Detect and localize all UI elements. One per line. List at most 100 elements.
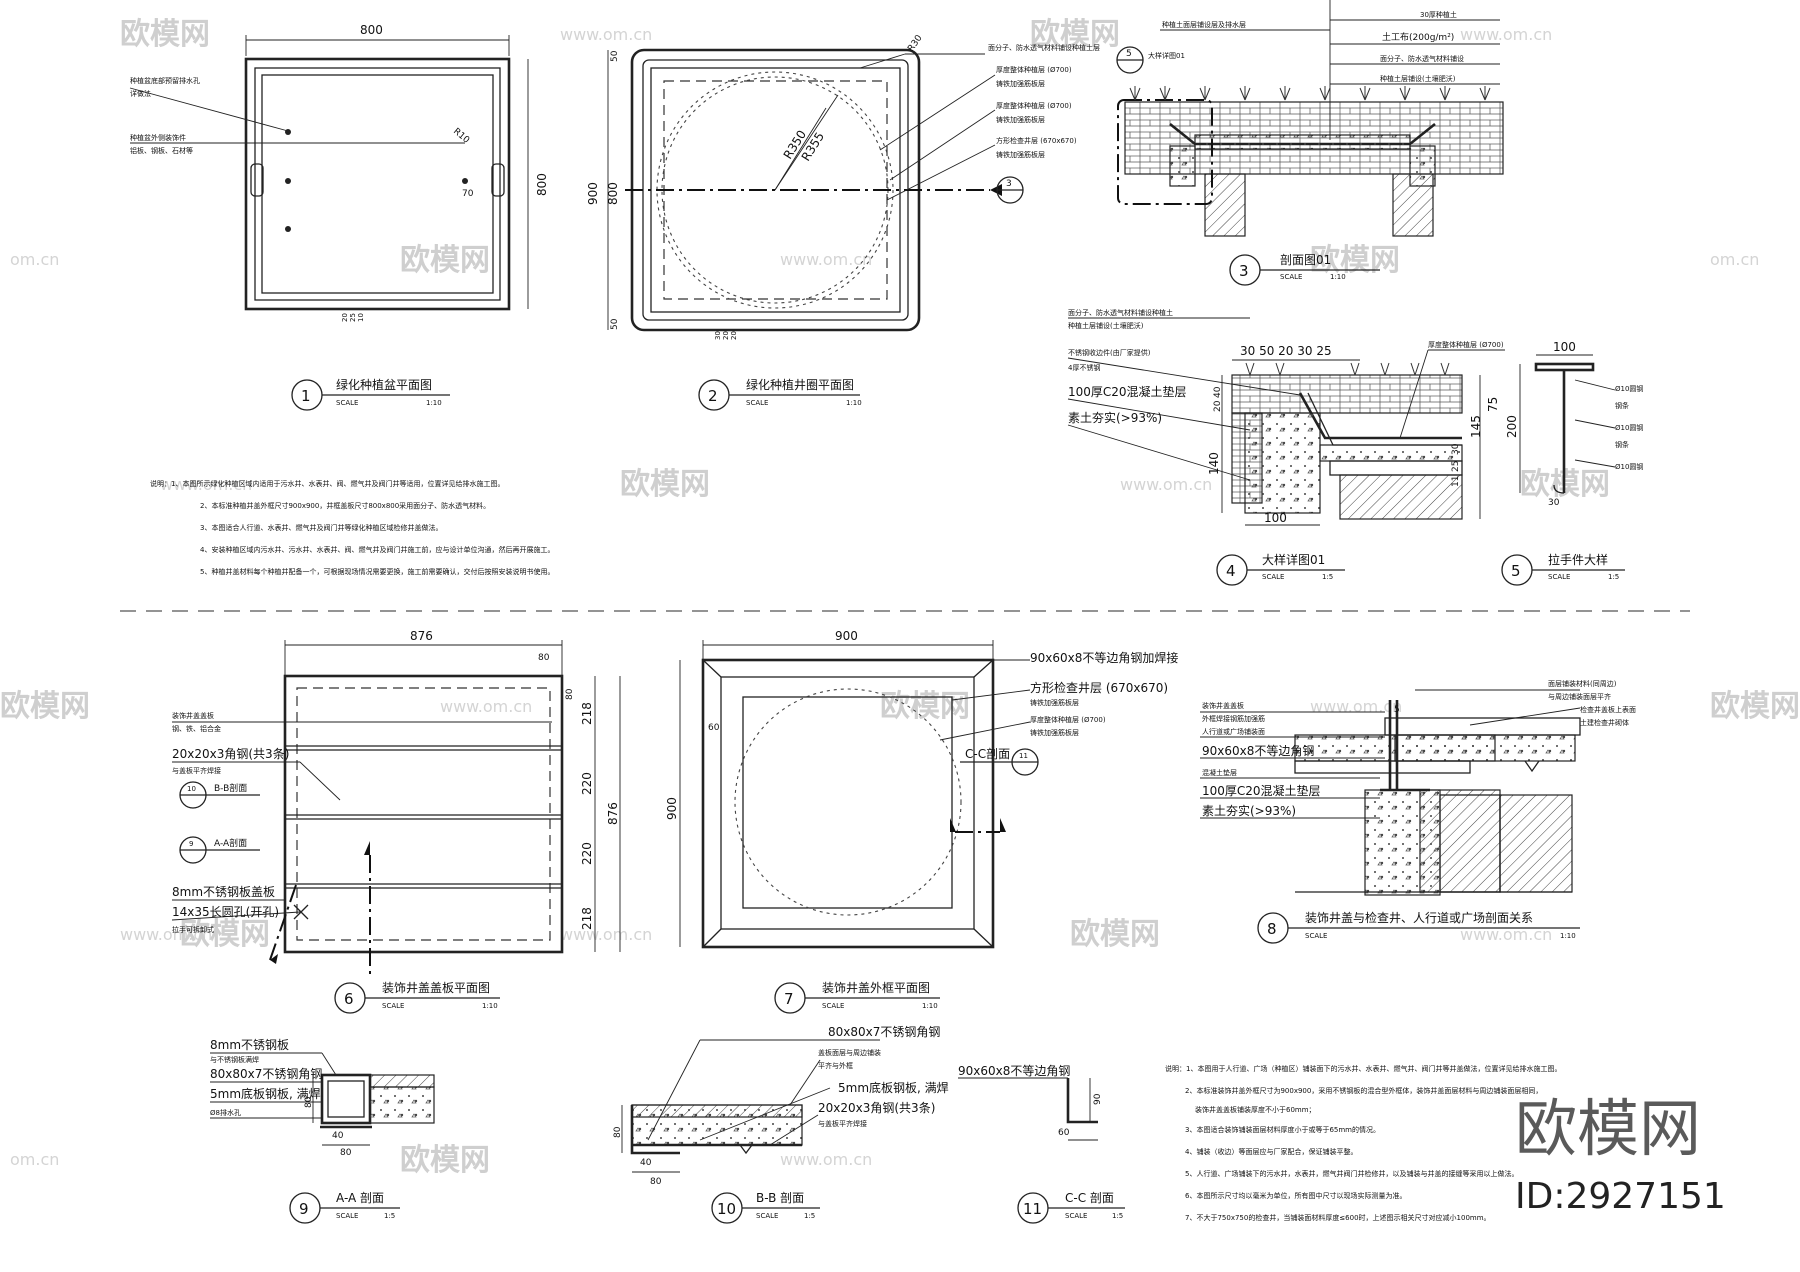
watermark-url: om.cn bbox=[10, 250, 59, 269]
callout-text: 平齐与外框 bbox=[818, 1061, 853, 1070]
callout-text: 4厚不锈钢 bbox=[1068, 363, 1100, 372]
callout-text: 铸铁加强筋板层 bbox=[996, 150, 1045, 159]
watermark-brand: 欧模网 bbox=[880, 689, 970, 724]
section-ref-number: 11 bbox=[1019, 752, 1028, 760]
dim-80: 80 bbox=[340, 1148, 352, 1158]
callout-text: 5mm底板钢板, 满焊 bbox=[838, 1080, 949, 1095]
scale-value: 1:10 bbox=[922, 1002, 938, 1010]
callout-text: 混凝土垫层 bbox=[1202, 768, 1237, 777]
drawing-3-section: 30厚种植土 土工布(200g/m²) 面分子、防水透气材料铺设 种植土层铺设(… bbox=[1116, 0, 1504, 286]
drawing-4-detail: 30 50 20 30 25 面分子、防水透气材料铺设种植土 种植土层铺设(土壤… bbox=[1067, 308, 1505, 586]
drawing-7-frame-plan: 11 C-C剖面 900 900 60 90x60x8不等边角钢加焊接 方形检查… bbox=[665, 629, 1178, 1014]
note-line: 2、本标准种植井盖外框尺寸900x900，井框盖板尺寸800x800采用面分子、… bbox=[200, 501, 490, 510]
drawing-8-relation-section: 5 装饰井盖盖板 外框焊接钢筋加强筋 人行道或广场铺装面 90x60x8不等边角… bbox=[1200, 679, 1636, 944]
callout-text: 素土夯实(>93%) bbox=[1202, 803, 1296, 818]
drawing-10-section-bb: 80x80x7不锈钢角钢 盖板面层与周边铺装 平齐与外框 5mm底板钢板, 满焊… bbox=[613, 1025, 949, 1224]
drawing-title: 大样详图01 bbox=[1262, 552, 1325, 567]
note-line: 装饰井盖盖板铺装厚度不小于60mm； bbox=[1195, 1105, 1316, 1114]
dim-100: 100 bbox=[1553, 340, 1576, 354]
callout-text: 80x80x7不锈钢角钢 bbox=[828, 1025, 940, 1039]
watermark-url: om.cn bbox=[10, 1150, 59, 1169]
scale-label: SCALE bbox=[336, 1212, 358, 1220]
dim-right: 75 bbox=[1486, 397, 1500, 412]
watermark-brand: 欧模网 bbox=[1710, 689, 1800, 724]
note-line: 3、本图适合人行道、水表井、燃气井及阀门井等绿化种植区域检修井盖做法。 bbox=[200, 523, 442, 532]
dim-900-vertical: 900 bbox=[665, 797, 679, 820]
watermark-url: www.om.cn bbox=[440, 697, 532, 716]
callout-text: 90x60x8不等边角钢加焊接 bbox=[1030, 650, 1178, 665]
callout-text: 面分子、防水透气材料铺设 bbox=[1380, 54, 1464, 63]
drawing-title: 绿化种植盆平面图 bbox=[336, 377, 432, 392]
dim-bottom: 10 bbox=[357, 313, 365, 322]
scale-value: 1:5 bbox=[804, 1212, 815, 1220]
watermark-brand: 欧模网 bbox=[400, 243, 490, 278]
dim-200: 200 bbox=[1505, 415, 1519, 438]
watermark-url: www.om.cn bbox=[1120, 475, 1212, 494]
dim-80: 80 bbox=[650, 1177, 662, 1187]
notes-top: 说明：1、本图所示绿化种植区域内适用于污水井、水表井、阀、燃气井及阀门井等适用，… bbox=[150, 479, 554, 576]
drawing-title: 装饰井盖与检查井、人行道或广场剖面关系 bbox=[1305, 910, 1533, 925]
callout-text: 种植盆外侧装饰件 bbox=[130, 133, 186, 142]
callout-text: 与周边铺装面层平齐 bbox=[1548, 692, 1611, 701]
dim-140: 140 bbox=[1207, 452, 1221, 475]
notes-bottom: 说明：1、本图用于人行道、广场（种植区）铺装面下的污水井、水表井、燃气井、阀门井… bbox=[1165, 1064, 1561, 1222]
site-logo: 欧模网 ID:2927151 bbox=[1515, 1092, 1726, 1217]
dim-50: 50 bbox=[610, 50, 620, 62]
callout-text: 面分子、防水透气材料铺设种植土层 bbox=[988, 43, 1100, 52]
callout-text: 方形检查井层 (670x670) bbox=[996, 136, 1077, 145]
note-line: 2、本标准装饰井盖外框尺寸为900x900，采用不锈钢板的混合型外框体，装饰井盖… bbox=[1185, 1086, 1542, 1095]
watermark-url: www.om.cn bbox=[1310, 697, 1402, 716]
drawing-number: 5 bbox=[1511, 562, 1521, 580]
section-ref-text: C-C剖面 bbox=[965, 747, 1010, 761]
callout-text: 厚度整体种植层 (Ø700) bbox=[1030, 715, 1106, 724]
drawing-9-section-aa: 8mm不锈钢板 与不锈钢板满焊 80x80x7不锈钢角钢 5mm底板钢板, 满焊… bbox=[210, 1038, 435, 1224]
dim-80: 80 bbox=[565, 688, 575, 700]
dim-80: 80 bbox=[538, 653, 550, 663]
dim-800: 800 bbox=[606, 182, 620, 205]
dim-top: 30 50 20 30 25 bbox=[1240, 344, 1332, 358]
watermark-brand: 欧模网 bbox=[120, 17, 210, 52]
callout-text: 详做法 bbox=[130, 89, 151, 98]
watermark-url: om.cn bbox=[1710, 250, 1759, 269]
watermark-brand: 欧模网 bbox=[1030, 17, 1120, 52]
callout-text: 20x20x3角钢(共3条) bbox=[172, 747, 289, 761]
dim-30: 30 bbox=[1548, 498, 1560, 508]
drawing-number: 11 bbox=[1023, 1200, 1042, 1218]
watermark-brand: 欧模网 bbox=[1070, 917, 1160, 952]
callout-text: 90x60x8不等边角钢 bbox=[1202, 744, 1314, 758]
dim-80: 80 bbox=[613, 1126, 623, 1138]
scale-label: SCALE bbox=[746, 399, 768, 407]
scale-value: 1:5 bbox=[1322, 573, 1333, 581]
scale-label: SCALE bbox=[822, 1002, 844, 1010]
scale-label: SCALE bbox=[1305, 932, 1327, 940]
dim-900: 900 bbox=[586, 182, 600, 205]
note-line: 说明：1、本图所示绿化种植区域内适用于污水井、水表井、阀、燃气井及阀门井等适用，… bbox=[150, 479, 504, 488]
scale-value: 1:10 bbox=[1330, 273, 1346, 281]
drawing-1-planter-plan: 800 800 R10 70 20 25 10 种植盆底部预留排水孔 详做法 种… bbox=[129, 23, 549, 411]
callout-text: Ø10圆钢 bbox=[1615, 384, 1643, 393]
callout-text: Ø10圆钢 bbox=[1615, 423, 1643, 432]
callout-text: 80x80x7不锈钢角钢 bbox=[210, 1067, 322, 1081]
dim-90: 90 bbox=[1093, 1093, 1103, 1105]
watermark-url: www.om.cn bbox=[780, 250, 872, 269]
callout-text: 人行道或广场铺装面 bbox=[1202, 727, 1265, 736]
drawing-11-section-cc: 90x60x8不等边角钢 90 60 11 C-C 剖面 SCALE 1:5 bbox=[958, 1064, 1125, 1224]
callout-text: 厚度整体种植层 (Ø700) bbox=[1428, 340, 1504, 349]
drawing-number: 4 bbox=[1226, 562, 1236, 580]
note-line: 5、人行道、广场铺装下的污水井，水表井，燃气井阀门井检修井，以及铺装与井盖的接缝… bbox=[1185, 1169, 1518, 1178]
callout-text: 钢条 bbox=[1615, 440, 1629, 449]
dim-50: 50 bbox=[610, 318, 620, 330]
callout-text: 素土夯实(>93%) bbox=[1068, 410, 1162, 425]
drawing-6-cover-plan: 876 80 80 218 220 220 218 876 装饰井盖盖板 钢、铁… bbox=[171, 629, 621, 1014]
detail-ref-text: 大样详图01 bbox=[1148, 51, 1185, 60]
dim-876-vertical: 876 bbox=[606, 802, 620, 825]
callout-text: 铸铁加强筋板层 bbox=[996, 115, 1045, 124]
drawing-5-handle-detail: 100 200 30 Ø10圆钢 钢条 Ø10圆钢 钢条 Ø10圆钢 5 拉手件… bbox=[1501, 340, 1643, 586]
callout-text: 种植盆底部预留排水孔 bbox=[130, 76, 200, 85]
drawing-title: 绿化种植井圈平面图 bbox=[746, 377, 854, 392]
callout-text: 方形检查井层 (670x670) bbox=[1030, 680, 1168, 695]
callout-text: 铸铁加强筋板层 bbox=[996, 79, 1045, 88]
scale-value: 1:10 bbox=[846, 399, 862, 407]
callout-text: 8mm不锈钢板 bbox=[210, 1038, 289, 1052]
scale-value: 1:10 bbox=[1560, 932, 1576, 940]
